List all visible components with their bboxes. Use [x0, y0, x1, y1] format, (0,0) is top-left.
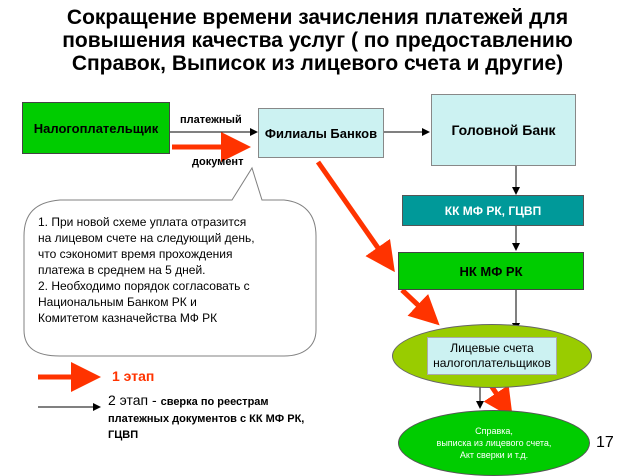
note-line-7: Комитетом казначейства МФ РК — [38, 311, 218, 325]
node-branches: Филиалы Банков — [258, 108, 384, 158]
slide-title: Сокращение времени зачисления платежей д… — [0, 6, 635, 75]
legend-stage-2-line-2: платежных документов с КК МФ РК, — [108, 413, 305, 425]
note-line-6: Национальным Банком РК и — [38, 295, 197, 309]
legend-stage-2: 2 этап - сверка по реестрам платежных до… — [108, 392, 348, 443]
note-line-3: что сэкономит время прохождения — [38, 247, 233, 261]
red-arrow-nk-to-accounts — [400, 288, 440, 326]
edge-label-payment: платежный — [180, 114, 242, 126]
note-callout — [23, 166, 317, 357]
legend-stage-2-line-3: ГЦВП — [108, 429, 139, 441]
note-line-4: платежа в среднем на 5 дней. — [38, 263, 206, 277]
node-head-bank: Головной Банк — [431, 94, 576, 166]
note-line-2: на лицевом счете на следующий день, — [38, 231, 255, 245]
node-certificate: Справка, выписка из лицевого счета, Акт … — [398, 410, 590, 476]
node-taxpayer-label: Налогоплательщик — [33, 120, 159, 136]
legend-stage-2-line-1: сверка по реестрам — [160, 396, 269, 408]
node-certificate-line-1: Справка, — [475, 426, 513, 436]
edge-label-document: документ — [192, 156, 244, 168]
node-certificate-line-3: Акт сверки и т.д. — [459, 450, 529, 460]
node-accounts-inner: Лицевые счета налогоплательщиков — [427, 337, 557, 375]
note-line-5: 2. Необходимо порядок согласовать с — [38, 279, 250, 293]
node-accounts: Лицевые счета налогоплательщиков — [392, 324, 592, 388]
node-taxpayer: Налогоплательщик — [22, 102, 170, 154]
legend-stage-1: 1 этап — [112, 368, 155, 384]
note-text: 1. При новой схеме уплата отразится на л… — [38, 214, 308, 326]
node-branches-label: Филиалы Банков — [264, 125, 378, 141]
node-accounts-line-1: Лицевые счета — [450, 341, 534, 355]
node-nk: НК МФ РК — [398, 252, 584, 290]
node-kk: КК МФ РК, ГЦВП — [402, 195, 584, 226]
node-nk-label: НК МФ РК — [459, 263, 523, 279]
title-line-3: Справок, Выписок из лицевого счета и дру… — [71, 52, 564, 75]
legend-stage-2-prefix: 2 этап - — [108, 392, 161, 408]
red-arrow-branches-to-nk — [315, 160, 395, 273]
title-line-2: повышения качества услуг ( по предоставл… — [62, 29, 573, 52]
node-kk-label: КК МФ РК, ГЦВП — [444, 203, 542, 218]
title-line-1: Сокращение времени зачисления платежей д… — [66, 6, 569, 29]
note-line-1: 1. При новой схеме уплата отразится — [38, 215, 247, 229]
node-accounts-line-2: налогоплательщиков — [433, 356, 551, 370]
node-certificate-line-2: выписка из лицевого счета, — [436, 438, 552, 448]
page-number: 17 — [596, 434, 614, 451]
node-head-bank-label: Головной Банк — [451, 122, 556, 138]
